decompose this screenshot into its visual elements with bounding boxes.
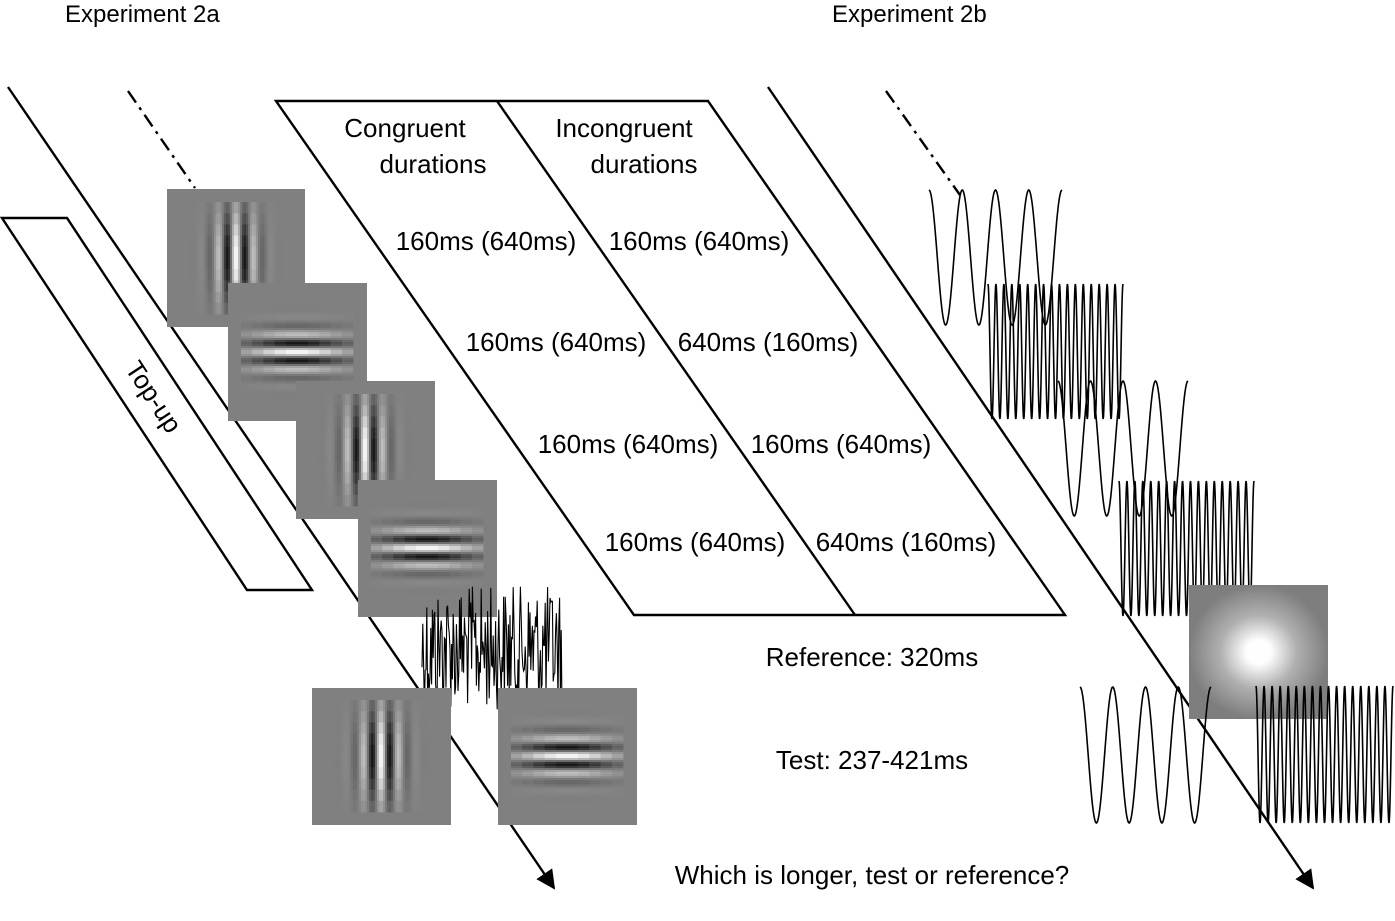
experiment-2b-title: Experiment 2b — [832, 1, 987, 28]
experiment-2a-title: Experiment 2a — [65, 1, 220, 28]
row-2-congruent: 160ms (640ms) — [466, 327, 647, 357]
tone-high-frequency-1 — [987, 283, 1124, 420]
timeline-arrow-2a — [7, 86, 556, 890]
tone-low-frequency-1 — [928, 188, 1063, 327]
reference-duration-label: Reference: 320ms — [766, 642, 978, 672]
test-tone-low-frequency — [1079, 685, 1212, 825]
test-gabor-vertical — [312, 688, 451, 825]
row-1-congruent: 160ms (640ms) — [396, 226, 577, 256]
row-1-incongruent: 160ms (640ms) — [609, 226, 790, 256]
row-4-incongruent: 640ms (160ms) — [816, 527, 997, 557]
timeline-continuation-2a — [127, 90, 196, 189]
row-2-incongruent: 640ms (160ms) — [678, 327, 859, 357]
gabor-vertical-2 — [296, 381, 435, 519]
test-gabor-horizontal — [498, 688, 637, 825]
row-3-incongruent: 160ms (640ms) — [751, 429, 932, 459]
column-header-incongruent: Incongruent — [555, 113, 693, 143]
row-4-congruent: 160ms (640ms) — [605, 527, 786, 557]
tone-high-frequency-2 — [1118, 480, 1255, 617]
column-header-congruent: Congruent — [344, 113, 466, 143]
timeline-continuation-2b — [885, 90, 961, 196]
response-question: Which is longer, test or reference? — [675, 860, 1070, 890]
durations-table: Congruent durations Incongruent duration… — [273, 99, 1068, 617]
tone-low-frequency-2 — [1057, 379, 1189, 518]
row-3-congruent: 160ms (640ms) — [538, 429, 719, 459]
column-header-incongruent-line2: durations — [591, 149, 698, 179]
timeline-arrow-2b — [767, 86, 1315, 890]
gabor-horizontal-2 — [358, 480, 497, 617]
durations-table-frame — [273, 99, 1068, 617]
durations-table-divider — [496, 100, 856, 616]
topup-box — [0, 216, 315, 592]
test-tone-high-frequency — [1255, 685, 1394, 824]
gaussian-blob-mask — [1189, 585, 1328, 719]
column-header-congruent-line2: durations — [380, 149, 487, 179]
test-duration-label: Test: 237-421ms — [776, 745, 968, 775]
